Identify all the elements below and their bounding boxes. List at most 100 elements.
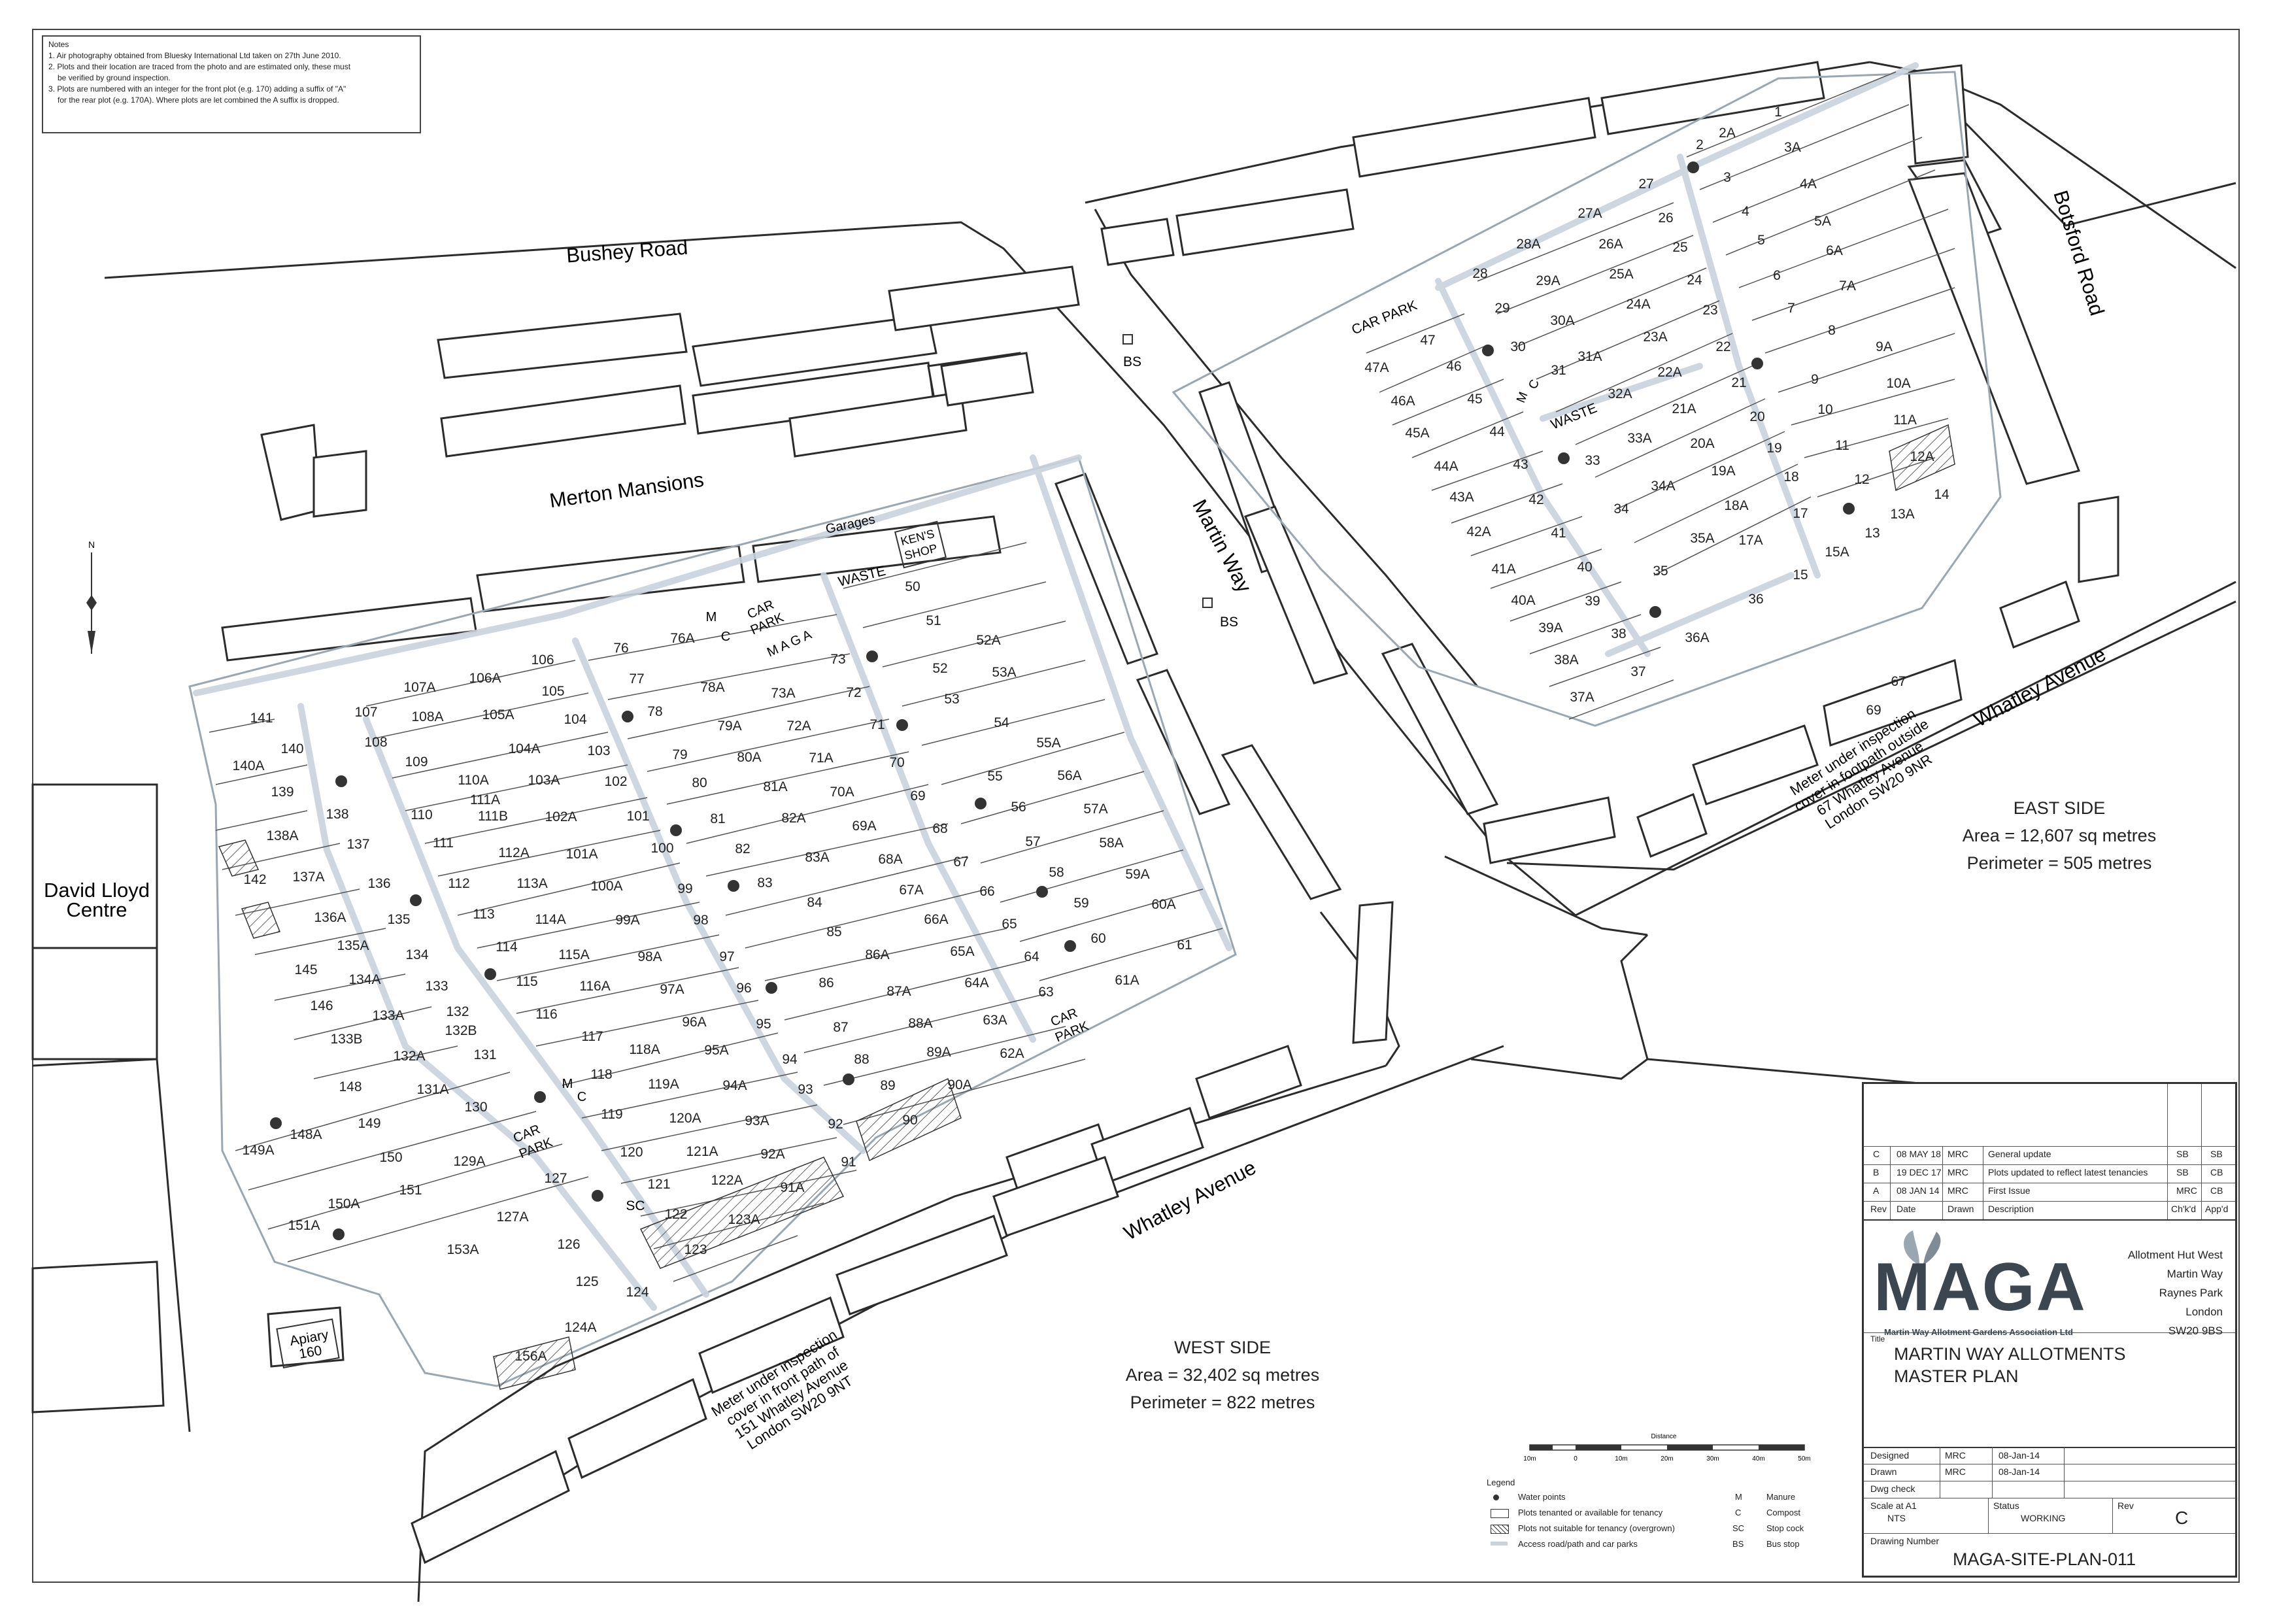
plot-label: 41 <box>1551 526 1566 541</box>
plot-label: 45A <box>1405 426 1429 441</box>
notes-box: Notes 1. Air photography obtained from B… <box>42 35 421 133</box>
east-side-area: Area = 12,607 sq metres <box>1962 826 2157 845</box>
plot-divider <box>1477 202 1674 282</box>
logo-row <box>1864 1219 2235 1469</box>
plot-divider <box>496 934 720 981</box>
plot-label: 63 <box>1038 985 1053 1000</box>
plot-label: 33A <box>1627 431 1651 446</box>
drawn-row: Drawn MRC 08-Jan-14 <box>1864 1464 2235 1481</box>
overgrown-plot-icon <box>1491 1525 1509 1534</box>
plot-grid <box>209 71 1955 1282</box>
plot-label: 82 <box>735 841 750 856</box>
plot-label: 83A <box>805 850 829 865</box>
address-line: SW20 9BS <box>2168 1325 2223 1337</box>
plot-divider <box>1555 333 1733 413</box>
plot-label: 21A <box>1672 401 1696 416</box>
plot-label: 35 <box>1653 564 1668 579</box>
plot-label: 131A <box>416 1082 448 1097</box>
plot-label: 101 <box>626 809 649 824</box>
plot-label: 141 <box>250 711 273 726</box>
plot-divider <box>1490 549 1602 589</box>
plot-label: 42 <box>1528 492 1543 507</box>
plot-divider <box>267 1143 563 1230</box>
plot-divider <box>1751 248 1955 321</box>
plot-divider <box>215 764 308 785</box>
plot-label: 83 <box>757 875 772 890</box>
plot-divider <box>1778 333 1955 393</box>
plot-divider <box>1804 418 1949 458</box>
plot-label: 121 <box>647 1177 670 1192</box>
logo-subtitle: Martin Way Allotment Gardens Association… <box>1884 1327 2073 1337</box>
plot-label: 81A <box>763 779 787 794</box>
plot-label: 115A <box>558 947 590 962</box>
plot-label: 24A <box>1626 297 1650 312</box>
plot-label: 82A <box>781 811 805 826</box>
access-path-icon <box>1491 1542 1508 1546</box>
plot-divider <box>902 660 1086 707</box>
plot-label: 79A <box>717 719 741 734</box>
plot-label: 93A <box>745 1113 769 1128</box>
water-point-icon <box>896 719 908 731</box>
plot-divider <box>921 699 1105 746</box>
plot-label: 76A <box>670 631 694 646</box>
plot-label: 150 <box>379 1150 402 1165</box>
plot-divider <box>1536 300 1720 380</box>
plot-label: 27 <box>1638 177 1653 192</box>
plot-divider <box>372 692 589 739</box>
plot-label: 55 <box>987 769 1002 784</box>
plot-label: 30A <box>1550 313 1574 328</box>
plot-label: 106 <box>531 652 554 668</box>
plot-label: 87 <box>833 1020 848 1035</box>
plot-label: 12A <box>1910 449 1934 464</box>
plot-divider <box>1549 647 1661 687</box>
plot-label: 21 <box>1731 375 1746 390</box>
plot-label: 98A <box>637 949 662 964</box>
plot-label: 52 <box>932 661 947 676</box>
water-point-icon <box>484 968 496 980</box>
plot-divider <box>1392 379 1504 426</box>
plot-label: 101A <box>565 847 598 862</box>
plot-label: 9 <box>1811 372 1819 387</box>
plot-divider <box>1575 365 1753 445</box>
plot-divider <box>562 1032 779 1086</box>
label-c-top: C <box>721 630 730 644</box>
plot-label: 151 <box>399 1183 422 1198</box>
plot-label: 106A <box>469 671 501 686</box>
legend-item: Plots tenanted or available for tenancy <box>1518 1508 1663 1517</box>
plot-divider <box>424 797 648 844</box>
plot-label: 132B <box>445 1023 477 1038</box>
plot-divider <box>588 614 837 661</box>
plot-label: 15 <box>1793 567 1808 583</box>
water-point-icon <box>534 1091 546 1103</box>
plot-label: 107 <box>354 705 377 720</box>
plot-label: 80A <box>737 750 761 765</box>
plot-label: 53A <box>992 665 1016 680</box>
drawing-title-line-2: MASTER PLAN <box>1894 1366 2019 1386</box>
label-sc: SC <box>626 1198 645 1213</box>
plot-label: 116 <box>535 1007 557 1022</box>
plot-divider <box>980 810 1164 864</box>
label-c-east: C <box>1527 378 1543 392</box>
plot-label: 10 <box>1817 402 1832 417</box>
plot-label: 103 <box>587 743 610 758</box>
plot-label: 140 <box>280 741 303 756</box>
plot-label: 68A <box>878 852 902 867</box>
note-line: 2. Plots and their location are traced f… <box>48 62 351 71</box>
plot-label: 24 <box>1687 273 1702 288</box>
plot-label: 68 <box>932 821 947 836</box>
plot-label: 30 <box>1510 339 1525 354</box>
plot-label: 146 <box>310 998 333 1013</box>
scale-tick: 10m <box>1615 1455 1627 1463</box>
revision-row: B 19 DEC 17 MRC Plots updated to reflect… <box>1864 1164 2235 1183</box>
water-point-icon <box>728 880 739 892</box>
plot-label: 26 <box>1658 211 1673 226</box>
plot-label: 26A <box>1598 237 1623 252</box>
plot-divider <box>1791 379 1955 426</box>
plot-label: 99 <box>677 881 692 896</box>
plot-label: 90A <box>947 1077 971 1092</box>
plot-label: 56 <box>1011 800 1026 815</box>
plot-label: 18A <box>1724 498 1748 513</box>
site-boundary <box>188 71 2002 1387</box>
